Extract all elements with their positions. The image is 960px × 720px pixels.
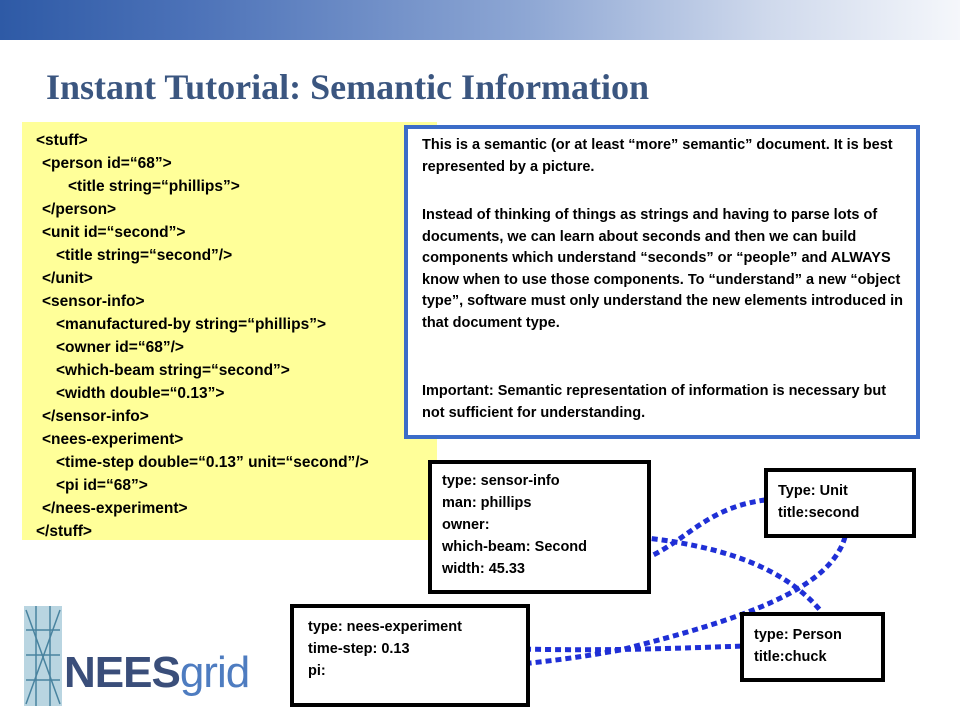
explanation-box: This is a semantic (or at least “more” s… bbox=[404, 125, 920, 439]
node-line: man: phillips bbox=[442, 495, 532, 511]
node-line: owner: bbox=[442, 517, 490, 533]
node-line: type: nees-experiment bbox=[308, 619, 462, 635]
node-line: time-step: 0.13 bbox=[308, 641, 410, 657]
explanation-paragraph: This is a semantic (or at least “more” s… bbox=[422, 137, 893, 175]
node-line: type: sensor-info bbox=[442, 473, 560, 489]
xml-line: <title string=“phillips”> bbox=[68, 178, 240, 195]
xml-line: <manufactured-by string=“phillips”> bbox=[56, 316, 327, 333]
xml-code-panel: <stuff> <person id=“68”> <title string=“… bbox=[22, 122, 437, 540]
xml-line: <unit id=“second”> bbox=[42, 224, 186, 241]
node-line: pi: bbox=[308, 663, 326, 679]
person-node: type: Person title:chuck bbox=[740, 612, 885, 682]
xml-line: </person> bbox=[42, 201, 117, 218]
xml-line: <person id=“68”> bbox=[42, 155, 172, 172]
xml-line: <stuff> bbox=[36, 132, 88, 149]
node-line: title:chuck bbox=[754, 649, 827, 665]
node-line: which-beam: Second bbox=[442, 539, 588, 555]
xml-line: <width double=“0.13”> bbox=[56, 385, 225, 402]
explanation-paragraph: Important: Semantic representation of in… bbox=[422, 383, 887, 421]
xml-line: <pi id=“68”> bbox=[56, 477, 148, 494]
xml-line: </unit> bbox=[42, 270, 93, 287]
logo-text-a: NEES bbox=[64, 648, 181, 697]
xml-line: <nees-experiment> bbox=[42, 431, 184, 448]
neesgrid-logo-text: NEESgrid bbox=[64, 648, 250, 698]
node-line: Type: Unit bbox=[778, 483, 848, 499]
sensor-info-node: type: sensor-info man: phillips owner: w… bbox=[428, 460, 651, 594]
node-line: type: Person bbox=[754, 627, 842, 643]
explanation-paragraph: Instead of thinking of things as strings… bbox=[422, 207, 903, 331]
node-line: width: 45.33 bbox=[442, 561, 525, 577]
xml-line: </nees-experiment> bbox=[42, 500, 188, 517]
unit-node: Type: Unit title:second bbox=[764, 468, 916, 538]
experiment-node: type: nees-experiment time-step: 0.13 pi… bbox=[290, 604, 530, 707]
xml-line: </stuff> bbox=[36, 523, 92, 540]
xml-line: </sensor-info> bbox=[42, 408, 149, 425]
slide-title: Instant Tutorial: Semantic Information bbox=[46, 67, 650, 107]
xml-line: <owner id=“68”/> bbox=[56, 339, 184, 356]
header-band bbox=[0, 0, 960, 40]
xml-line: <sensor-info> bbox=[42, 293, 145, 310]
neesgrid-logo bbox=[24, 600, 254, 710]
node-line: title:second bbox=[778, 505, 860, 521]
xml-line: <which-beam string=“second”> bbox=[56, 362, 290, 379]
xml-line: <title string=“second”/> bbox=[56, 247, 233, 264]
logo-text-b: grid bbox=[179, 648, 250, 697]
neesgrid-logo-mark bbox=[24, 606, 62, 706]
xml-line: <time-step double=“0.13” unit=“second”/> bbox=[56, 454, 369, 471]
